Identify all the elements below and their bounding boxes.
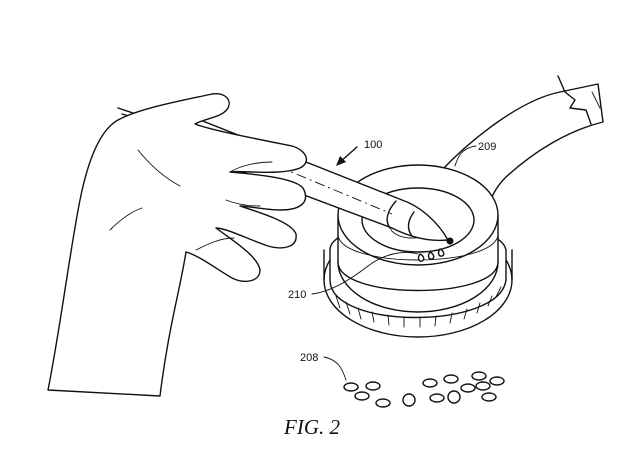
strap — [439, 75, 604, 213]
label-209: 209 — [478, 141, 496, 153]
knurl-lines — [335, 286, 502, 328]
figure-caption: FIG. 2 — [283, 415, 340, 439]
leader-lines — [311, 145, 477, 381]
hand — [47, 93, 308, 397]
label-210: 210 — [288, 289, 306, 301]
label-208: 208 — [300, 352, 318, 364]
pellets-208 — [343, 371, 505, 408]
label-100: 100 — [364, 139, 382, 151]
